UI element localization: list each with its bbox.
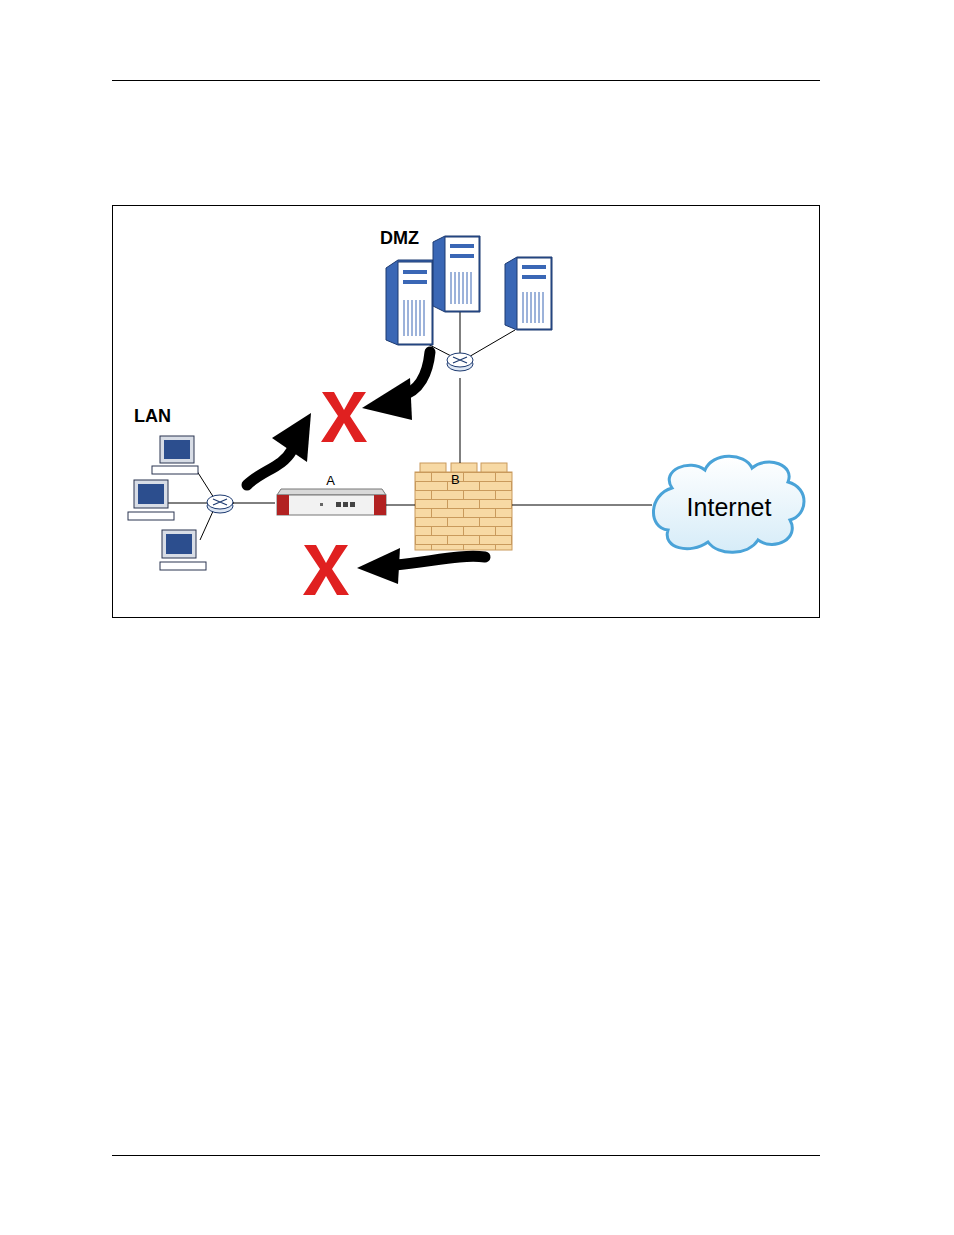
- header-rule: [112, 80, 820, 81]
- network-link: [233, 503, 275, 504]
- node-label: DMZ: [380, 228, 419, 249]
- node-label: A: [326, 473, 335, 488]
- server-group: DMZ: [378, 228, 556, 378]
- cloud-node: Internet: [652, 465, 806, 549]
- network-link: [460, 378, 461, 463]
- footer-rule: [112, 1155, 820, 1156]
- node-label: B: [451, 472, 460, 487]
- firewall-wall: [415, 463, 512, 550]
- figure-frame: [113, 206, 820, 618]
- lan-wires: [168, 468, 234, 540]
- pc-icons: [128, 436, 206, 570]
- internet-cloud: [653, 456, 804, 552]
- server-icons: [386, 236, 552, 345]
- lan-switch: [207, 495, 233, 513]
- network-link: [512, 505, 652, 506]
- dmz-switch: [447, 353, 473, 371]
- network-link: [386, 505, 415, 506]
- appliance-node: A: [275, 473, 386, 517]
- security-appliance: [277, 489, 386, 515]
- blocked-arrows: [247, 352, 485, 584]
- firewall-node: B: [415, 463, 512, 550]
- node-label: LAN: [134, 406, 171, 427]
- node-label: Internet: [687, 493, 772, 522]
- blocked-x-marks: [303, 392, 367, 595]
- lan-group: LAN: [128, 406, 233, 576]
